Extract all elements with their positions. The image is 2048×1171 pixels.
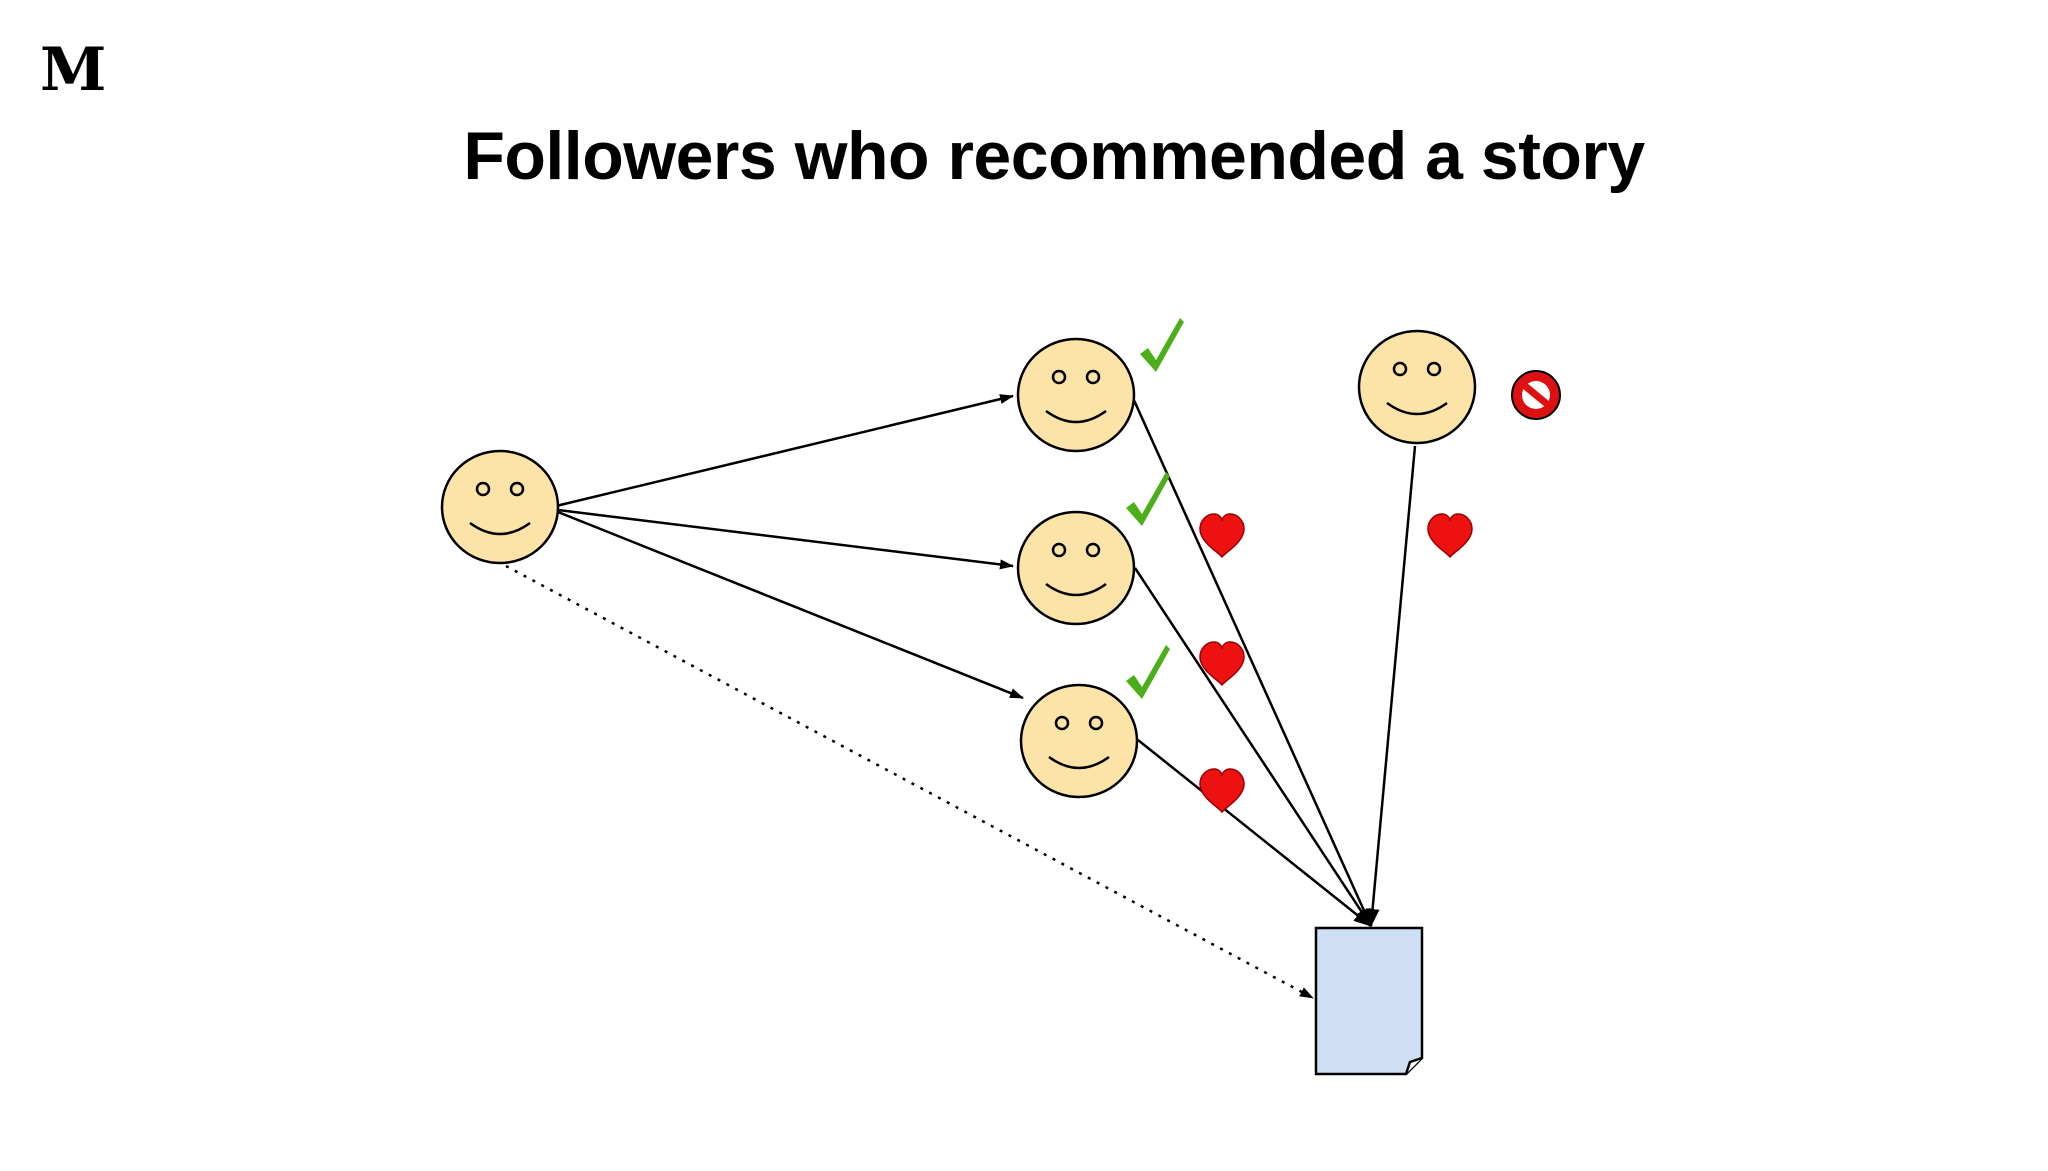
check-icon-1 xyxy=(1140,318,1184,372)
heart-icon-3 xyxy=(1199,768,1245,813)
recommend-arrow-top xyxy=(1131,397,1373,927)
follow-arrow-bottom xyxy=(557,510,1024,700)
heart-icon-stranger xyxy=(1427,513,1473,558)
check-icon-3 xyxy=(1126,645,1170,699)
follow-arrows xyxy=(505,394,1314,1000)
check-icon-2 xyxy=(1126,472,1170,526)
story-document-icon xyxy=(1314,926,1424,1076)
follower-face-icon-2 xyxy=(1016,510,1136,626)
slide-title: Followers who recommended a story xyxy=(463,118,1645,194)
recommend-arrows xyxy=(1131,397,1417,927)
recommend-arrow-bottom xyxy=(1137,739,1372,927)
stranger-face-icon xyxy=(1357,329,1477,445)
no-entry-icon xyxy=(1511,370,1561,420)
follower-face-icon-1 xyxy=(1016,337,1136,453)
follow-arrow-middle xyxy=(557,508,1014,570)
heart-icon-1 xyxy=(1199,513,1245,558)
recommend-arrow-stranger xyxy=(1365,445,1417,927)
medium-logo: M xyxy=(40,35,106,105)
follow-arrow-top xyxy=(555,394,1014,508)
indirect-dotted-arrow xyxy=(505,564,1314,1000)
recommend-arrow-middle xyxy=(1133,567,1373,927)
reader-face-icon xyxy=(440,449,560,565)
follower-face-icon-3 xyxy=(1019,683,1139,799)
